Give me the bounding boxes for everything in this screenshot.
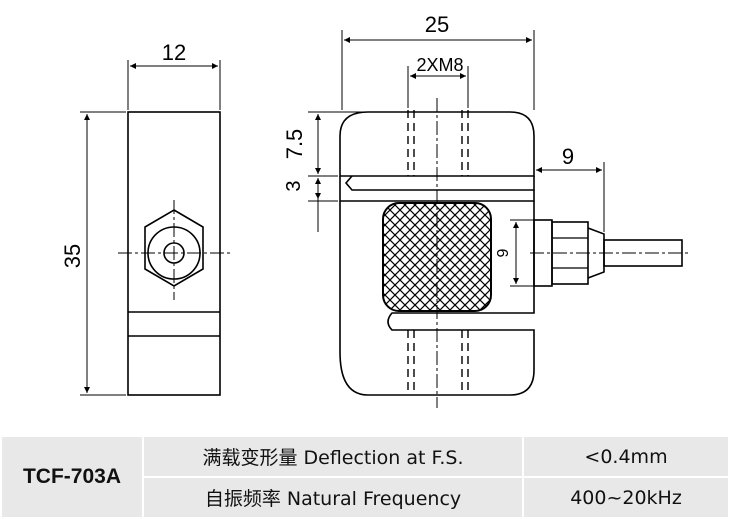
thread-hidden-lines [407, 110, 469, 395]
spec-value: <0.4mm [524, 437, 728, 476]
cable [603, 239, 683, 267]
spec-row: TCF-703A 满载变形量 Deflection at F.S. <0.4mm [2, 437, 728, 517]
fitting-nut [551, 221, 589, 285]
dim-front-width-label: 25 [425, 12, 449, 37]
dim-front-width [341, 30, 535, 110]
dim-top-label: 7.5 [282, 129, 307, 160]
dim-side-height [80, 111, 126, 396]
dim-side-height-label: 35 [60, 244, 85, 268]
spec-label: 自振频率 Natural Frequency [144, 478, 522, 517]
spec-table: TCF-703A 满载变形量 Deflection at F.S. <0.4mm… [0, 435, 730, 519]
technical-drawing: 12 35 [60, 12, 690, 408]
dim-fitting-label: 9 [495, 248, 512, 257]
spec-row: 自振频率 Natural Frequency 400~20kHz [2, 478, 728, 517]
dim-top-offsets [308, 111, 366, 232]
dim-fitting [510, 219, 534, 287]
dim-side-width [127, 60, 221, 110]
dim-cable-offset [536, 162, 605, 232]
dim-slot-label: 3 [283, 180, 305, 191]
s-beam-core [339, 201, 535, 396]
model-name: TCF-703A [2, 437, 142, 517]
dim-side-width-label: 12 [162, 40, 186, 65]
spec-value: 400~20kHz [524, 478, 728, 517]
side-view [118, 111, 230, 396]
dim-cable-offset-label: 9 [562, 144, 574, 169]
s-beam-upper-slot [344, 175, 535, 191]
spec-label: 满载变形量 Deflection at F.S. [144, 437, 522, 476]
dim-thread-label: 2XM8 [416, 55, 463, 75]
front-view [339, 98, 690, 408]
dim-thread [407, 66, 469, 108]
